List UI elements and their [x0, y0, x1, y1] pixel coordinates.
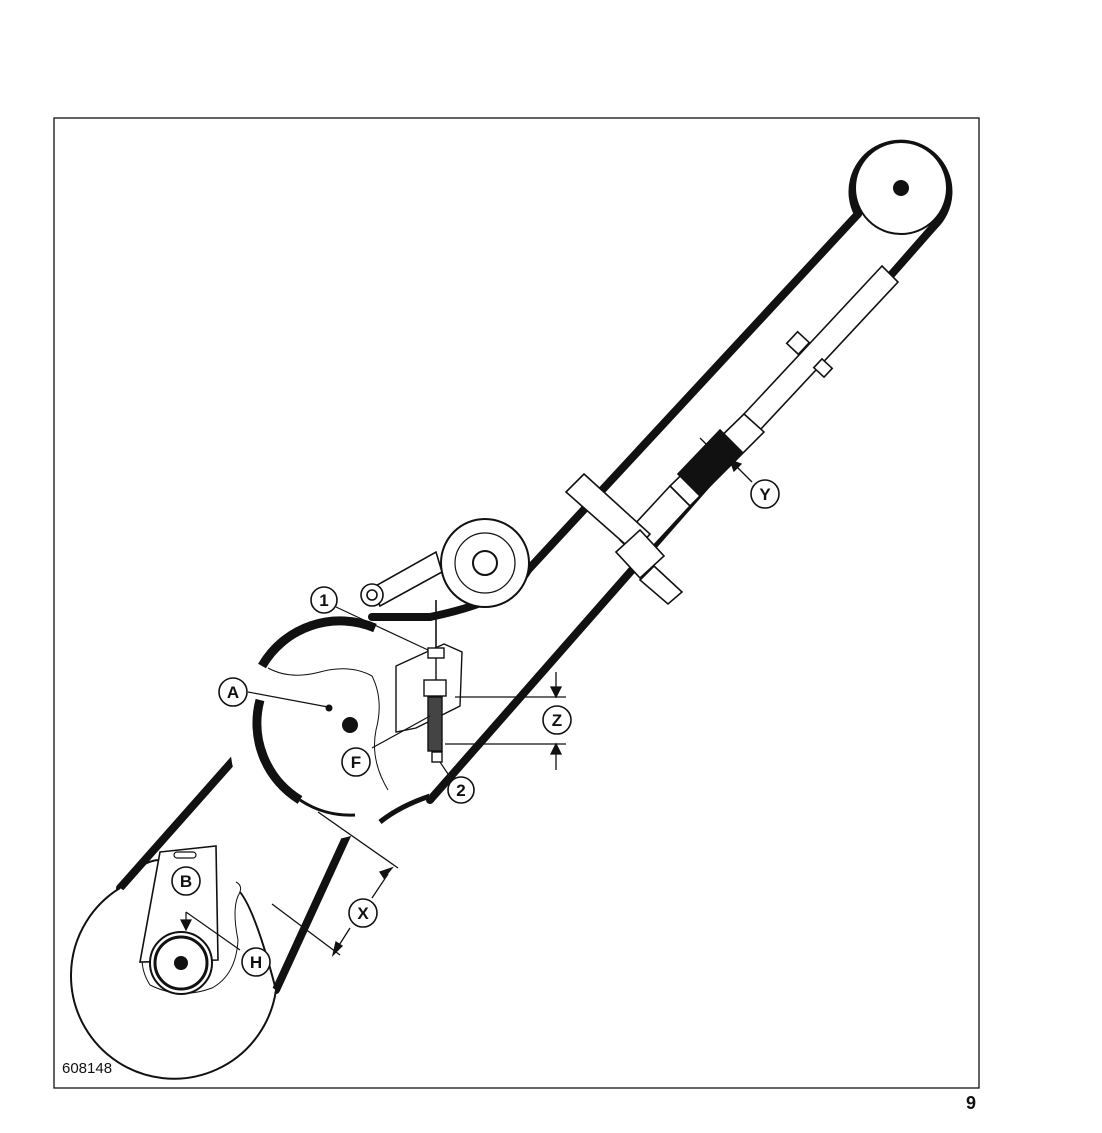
- middle-pulley-point-A: [325, 704, 333, 712]
- callout-H-label: H: [250, 953, 262, 972]
- callout-A: A: [218, 677, 248, 707]
- dimension-Z: [445, 672, 566, 770]
- callout-X-label: X: [357, 904, 369, 923]
- tensioner-guide-rod: [564, 264, 900, 606]
- middle-pulley-A: [230, 615, 431, 840]
- bottom-pulley-hub: [174, 956, 188, 970]
- middle-pulley-hub: [342, 717, 358, 733]
- callout-X: X: [348, 898, 378, 928]
- idler-roller: [440, 518, 530, 608]
- top-pulley: [854, 141, 948, 235]
- callout-Z: Z: [542, 705, 572, 735]
- dimension-Y: [699, 437, 753, 483]
- figure-id: 608148: [62, 1060, 112, 1077]
- callout-Y: Y: [750, 479, 780, 509]
- adjusting-bolt-F: [395, 643, 463, 763]
- callout-B: B: [171, 866, 201, 896]
- callout-1: 1: [310, 586, 338, 614]
- leader-lines: [180, 606, 453, 951]
- drive-belt: [116, 139, 953, 994]
- idler-bracket: [360, 550, 443, 650]
- callout-Y-label: Y: [759, 485, 771, 504]
- figure-border: [53, 117, 980, 1089]
- callout-F: F: [341, 747, 371, 777]
- top-pulley-hub: [893, 180, 909, 196]
- callout-A-label: A: [227, 683, 239, 702]
- callout-2-label: 2: [456, 781, 465, 800]
- callout-2: 2: [447, 776, 475, 804]
- callout-F-label: F: [351, 753, 361, 772]
- callout-B-label: B: [180, 872, 192, 891]
- dimension-X: [271, 811, 399, 958]
- callout-1-label: 1: [319, 591, 328, 610]
- callout-Z-label: Z: [552, 711, 562, 730]
- page-number: 9: [966, 1093, 977, 1113]
- callout-H: H: [241, 947, 271, 977]
